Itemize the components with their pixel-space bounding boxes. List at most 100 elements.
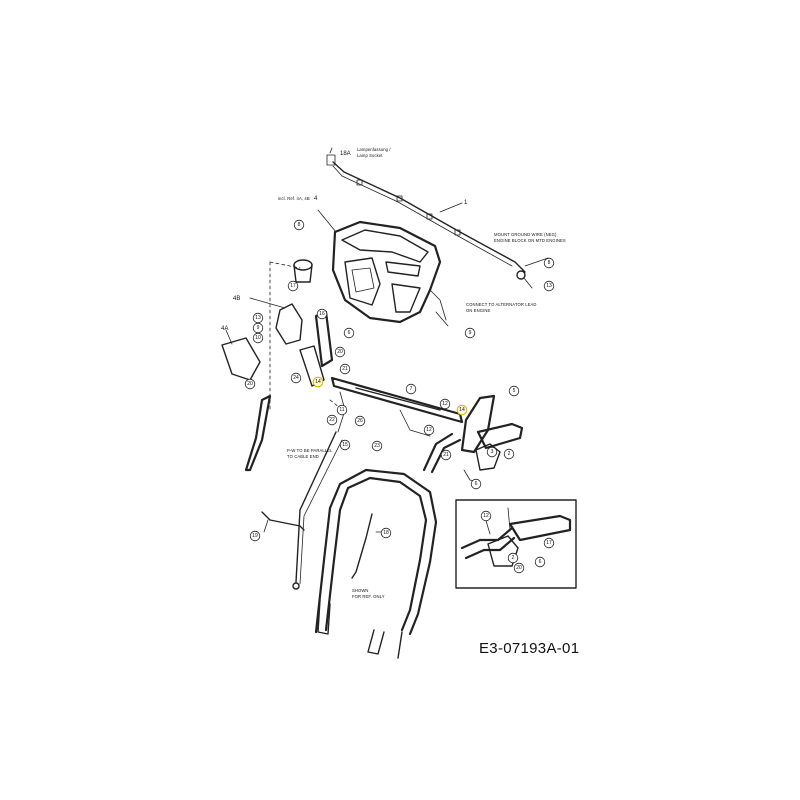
callout-12: 12 (439, 398, 451, 410)
callout-number: 17 (546, 540, 552, 546)
control-tube-left (299, 310, 334, 387)
callout-22: 22 (326, 414, 338, 426)
callout-number: 6 (348, 330, 351, 336)
callout-number: 20 (337, 349, 343, 355)
callout-number: 20 (516, 565, 522, 571)
knob-17 (293, 259, 313, 283)
callout-number: 10 (255, 335, 261, 341)
callout-number: 9 (257, 325, 260, 331)
callout-number: 14 (315, 379, 321, 385)
parallel-note-1: P-W TO BE PARALLEL (287, 448, 333, 453)
callout-number: 12 (426, 427, 432, 433)
callout-21: 21 (339, 363, 351, 375)
shown-ref-note-1: SHOWN (352, 588, 369, 593)
ground-wire-note-1: MOUNT GROUND WIRE (NEG) (494, 232, 557, 237)
callout-20: 20 (513, 562, 525, 574)
callout-7: 7 (405, 383, 417, 395)
callout-16: 16 (316, 308, 328, 320)
callout-number: 17 (290, 283, 296, 289)
callout-9: 9 (252, 322, 264, 334)
callout-number: 11 (339, 407, 344, 413)
parallel-note-2: TO CABLE END (287, 454, 319, 459)
callout-number: 18 (383, 530, 389, 536)
callout-number: 3 (491, 449, 494, 455)
callout-19: 19 (249, 530, 261, 542)
callout-number: 5 (513, 388, 516, 394)
cable-18 (351, 513, 383, 579)
callout-18: 18 (380, 527, 392, 539)
callout-26: 26 (354, 415, 366, 427)
callout-number: 23 (374, 443, 380, 449)
callout-number: 14 (459, 407, 465, 413)
callout-21: 21 (440, 449, 452, 461)
callout-number: 12 (483, 513, 489, 519)
callout-2: 2 (507, 552, 519, 564)
callout-8: 8 (543, 257, 555, 269)
callout-number: 2 (512, 555, 515, 561)
shown-ref-note-2: FOR REF. ONLY (352, 594, 385, 599)
callout-number: 20 (247, 381, 253, 387)
callout-number: 13 (255, 315, 261, 321)
callout-2: 2 (503, 448, 515, 460)
cable-19 (261, 511, 305, 533)
callout-20: 20 (334, 346, 346, 358)
callout-12: 12 (480, 510, 492, 522)
callout-9: 9 (464, 327, 476, 339)
callout-number: 12 (442, 401, 448, 407)
callout-24: 24 (290, 372, 302, 384)
lower-handle-frame (244, 394, 462, 659)
callout-14: 14 (312, 376, 324, 388)
part-label-4a: 4A (221, 326, 228, 332)
lamp-socket-note-en: Lamp Socket (357, 153, 383, 158)
part-label-4: 4 (314, 196, 318, 202)
part-label-4b: 4B (233, 296, 240, 302)
right-handle-grip-5 (460, 394, 524, 454)
lamp-cable-assembly (326, 147, 549, 289)
ground-wire-note-2: ENGINE BLOCK ON MTD ENGINES (494, 238, 566, 243)
callout-10: 10 (252, 332, 264, 344)
callout-23: 23 (371, 440, 383, 452)
callout-number: 19 (252, 533, 258, 539)
callout-number: 16 (319, 311, 325, 317)
callout-13: 13 (543, 280, 555, 292)
callout-number: 15 (342, 442, 348, 448)
incl-ref-note: incl. Ref. 4A, 4B (278, 196, 310, 201)
callout-number: 24 (293, 375, 299, 381)
callout-number: 13 (546, 283, 552, 289)
callout-number: 21 (342, 366, 348, 372)
callout-17: 17 (287, 280, 299, 292)
shield-bracket-4b (249, 297, 303, 345)
callout-number: 22 (329, 417, 335, 423)
control-bracket-rail-7 (330, 376, 464, 437)
callout-number: 21 (443, 452, 449, 458)
callout-11: 11 (336, 404, 348, 416)
lamp-socket-note-de: Lampenfassung / (357, 147, 391, 152)
shield-4a (221, 329, 261, 381)
callout-8: 8 (293, 219, 305, 231)
callout-number: 9 (469, 330, 472, 336)
alternator-note-2: ON ENGINE (466, 308, 491, 313)
callout-20: 20 (244, 378, 256, 390)
callout-17: 17 (543, 537, 555, 549)
callout-number: 8 (298, 222, 301, 228)
callout-12: 12 (423, 424, 435, 436)
callout-5: 5 (508, 385, 520, 397)
callout-6: 6 (534, 556, 546, 568)
callout-14: 14 (456, 404, 468, 416)
callout-number: 6 (539, 559, 542, 565)
callout-number: 6 (475, 481, 478, 487)
callout-6: 6 (343, 327, 355, 339)
callout-number: 26 (357, 418, 363, 424)
callout-3: 3 (486, 446, 498, 458)
part-label-18a: 18A (340, 151, 351, 157)
callout-6: 6 (470, 478, 482, 490)
callout-number: 8 (548, 260, 551, 266)
callout-15: 15 (339, 439, 351, 451)
drawing-code: E3-07193A-01 (479, 640, 580, 657)
part-label-1: 1 (464, 200, 468, 206)
inset-detail-box (455, 499, 577, 589)
callout-number: 7 (410, 386, 413, 392)
dash-panel-housing (317, 209, 449, 327)
